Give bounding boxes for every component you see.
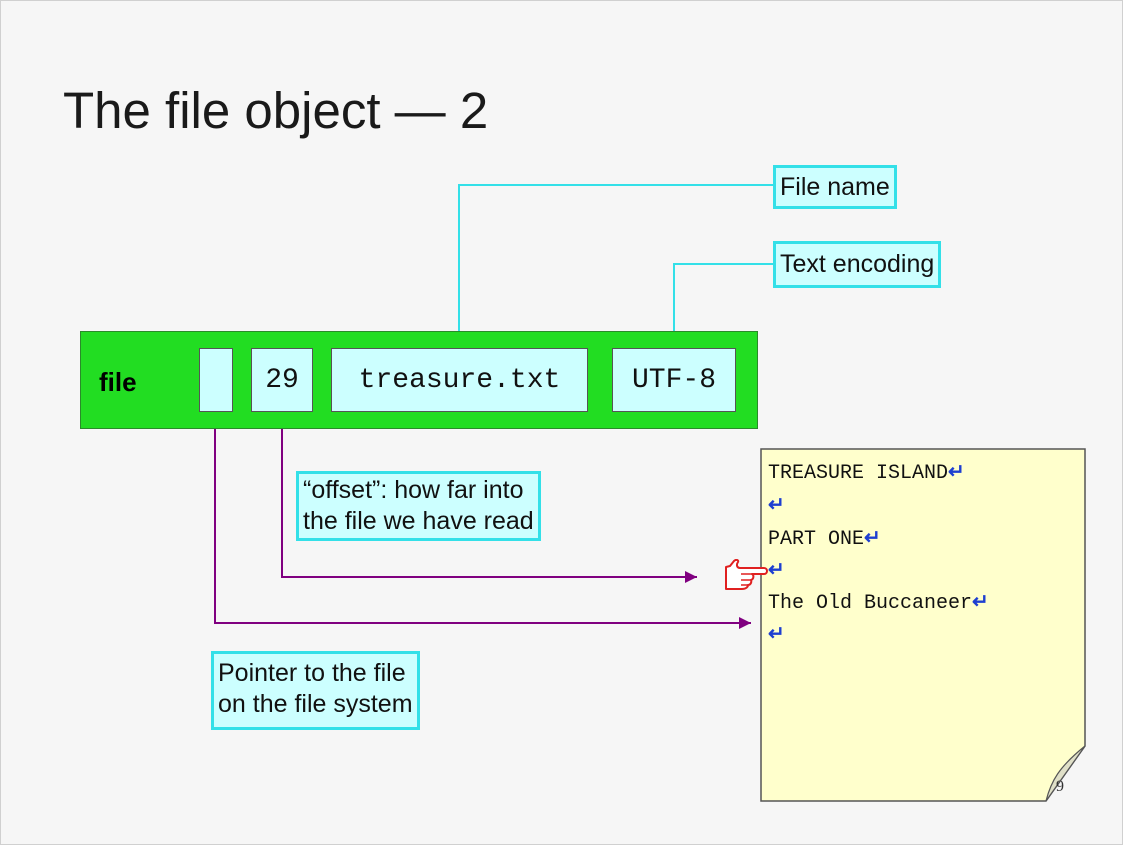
file-variable-label: file: [99, 367, 137, 397]
document-line: PART ONE↵: [768, 525, 881, 551]
pointing-hand-icon: [725, 559, 768, 590]
offset-callout: “offset”: how far into the file we have …: [296, 471, 541, 541]
line-text: PART ONE: [768, 528, 865, 551]
return-symbol-icon: ↵: [948, 462, 965, 485]
return-symbol-icon: ↵: [864, 528, 881, 551]
document-line: ↵: [768, 557, 785, 583]
document-sheet: [760, 448, 1086, 802]
pointer-callout-line-1: Pointer to the file: [218, 659, 406, 687]
offset-callout-line-2: the file we have read: [303, 507, 534, 535]
line-text: TREASURE ISLAND: [768, 462, 949, 485]
page-number: 9: [1056, 778, 1064, 795]
pointer-connector: [214, 413, 751, 629]
offset-slot: 29: [251, 348, 313, 412]
slide-title: The file object — 2: [63, 82, 489, 139]
offset-connector: [281, 413, 697, 583]
file-name-callout: File name: [773, 165, 897, 209]
filename-connector: [454, 184, 773, 343]
line-text: The Old Buccaneer: [768, 592, 973, 615]
pointer-slot: [199, 348, 233, 412]
text-encoding-callout: Text encoding: [773, 241, 942, 288]
offset-callout-line-1: “offset”: how far into: [303, 476, 524, 504]
pointer-callout-line-2: on the file system: [218, 690, 413, 718]
return-symbol-icon: ↵: [972, 592, 989, 615]
return-symbol-icon: ↵: [768, 495, 785, 518]
return-symbol-icon: ↵: [768, 560, 785, 583]
document-page-curl: [1045, 745, 1086, 802]
return-symbol-icon: ↵: [768, 624, 785, 647]
encoding-slot: UTF-8: [612, 348, 736, 412]
document-line: ↵: [768, 492, 785, 518]
document-line: The Old Buccaneer↵: [768, 589, 989, 615]
pointer-callout: Pointer to the file on the file system: [211, 651, 420, 730]
document-line: ↵: [768, 621, 785, 647]
document-line: TREASURE ISLAND↵: [768, 459, 965, 485]
filename-slot: treasure.txt: [331, 348, 588, 412]
encoding-connector: [669, 263, 773, 343]
